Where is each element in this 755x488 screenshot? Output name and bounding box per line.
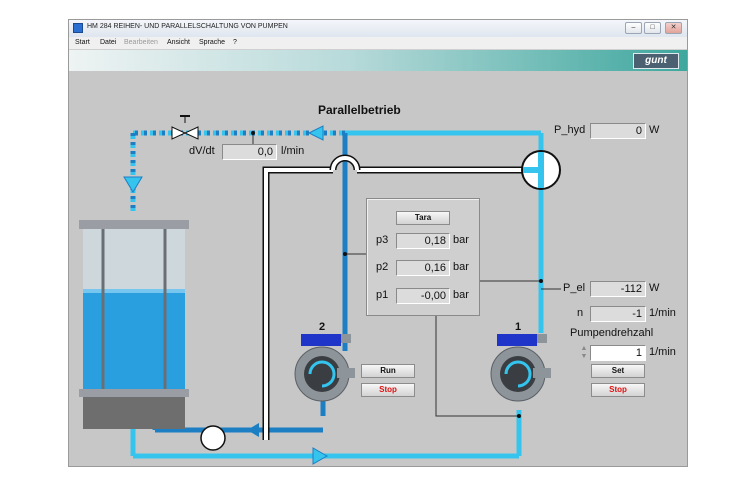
p-hyd-unit: W <box>649 124 660 136</box>
p1-label: p1 <box>376 289 389 301</box>
flow-value: 0,0 <box>222 144 277 160</box>
p3-unit: bar <box>453 234 469 246</box>
menu-ansicht[interactable]: Ansicht <box>167 39 190 46</box>
pipe-dashed-inlet <box>123 130 345 211</box>
pumpendrehzahl-label: Pumpendrehzahl <box>570 327 654 339</box>
speed-input[interactable]: 1 <box>590 345 646 361</box>
flow-arrow-left <box>307 125 324 141</box>
p-el-unit: W <box>649 282 660 294</box>
pipe-lower-suction <box>130 410 522 465</box>
application-window: HM 284 REIHEN- UND PARALLELSCHALTUNG VON… <box>68 19 688 467</box>
menu-sprache[interactable]: Sprache <box>199 39 226 46</box>
window-title: HM 284 REIHEN- UND PARALLELSCHALTUNG VON… <box>87 23 288 30</box>
menu-start[interactable]: Start <box>75 39 90 46</box>
title-bar: HM 284 REIHEN- UND PARALLELSCHALTUNG VON… <box>69 20 687 38</box>
n-value: -1 <box>590 306 646 322</box>
header-banner: gunt <box>69 50 687 71</box>
p2-unit: bar <box>453 261 469 273</box>
flow-arrow-right-dark <box>247 423 259 437</box>
menu-bearbeiten: Bearbeiten <box>124 39 158 46</box>
pump2-run-button[interactable]: Run <box>361 364 415 378</box>
pump1-set-button[interactable]: Set <box>591 364 645 378</box>
p3-label: p3 <box>376 234 389 246</box>
diagram-title: Parallelbetrieb <box>318 103 401 117</box>
p2-value: 0,16 <box>396 260 450 276</box>
pump1-number: 1 <box>515 321 522 333</box>
tank-icon <box>79 220 189 429</box>
pump-icon <box>490 334 551 402</box>
p-el-label: P_el <box>563 282 586 294</box>
minimize-button[interactable]: – <box>625 22 642 34</box>
process-diagram: Parallelbetrieb dV/dt 0,0 l/min P_hyd 0 … <box>69 71 687 466</box>
flow-meter-icon <box>200 425 226 451</box>
three-way-valve-icon <box>521 150 561 190</box>
app-icon <box>73 23 83 33</box>
menu-datei[interactable]: Datei <box>100 39 117 46</box>
pump1-stop-button[interactable]: Stop <box>591 383 645 397</box>
speed-spinner[interactable]: ▲▼ <box>580 345 588 360</box>
flow-unit: l/min <box>281 145 305 157</box>
p1-value: -0,00 <box>396 288 450 304</box>
pump-icon <box>294 334 355 402</box>
pipe-bypass <box>262 154 525 440</box>
flow-arrow-right-light <box>312 447 329 465</box>
p3-value: 0,18 <box>396 233 450 249</box>
valve-icon <box>171 115 199 140</box>
close-button[interactable]: ✕ <box>665 22 682 34</box>
pump2-stop-button[interactable]: Stop <box>361 383 415 397</box>
menu-bar: Start Datei Bearbeiten Ansicht Sprache ? <box>69 37 687 50</box>
pipe-schematic <box>79 115 561 465</box>
tara-button[interactable]: Tara <box>396 211 450 225</box>
maximize-button[interactable]: □ <box>644 22 661 34</box>
p2-label: p2 <box>376 261 389 273</box>
flow-label: dV/dt <box>189 145 215 157</box>
gunt-logo: gunt <box>633 53 679 69</box>
pump2-number: 2 <box>319 321 326 333</box>
p-el-value: -112 <box>590 281 646 297</box>
speed-unit: 1/min <box>649 346 676 358</box>
n-unit: 1/min <box>649 307 676 319</box>
p-hyd-label: P_hyd <box>554 124 586 136</box>
n-label: n <box>577 307 584 319</box>
menu-help[interactable]: ? <box>233 39 237 46</box>
p-hyd-value: 0 <box>590 123 646 139</box>
flow-arrow-down <box>123 176 143 193</box>
p1-unit: bar <box>453 289 469 301</box>
